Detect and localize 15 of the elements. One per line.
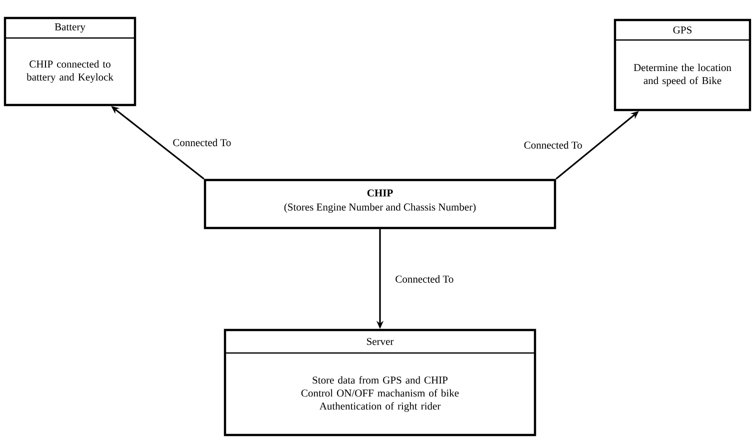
box-text: (Stores Engine Number and Chassis Number) — [284, 203, 476, 213]
labeled-box — [204, 178, 556, 230]
labeled-box — [4, 16, 136, 106]
edge-label: Connected To — [522, 140, 584, 150]
box-text: Determine the location and speed of Bike — [634, 64, 732, 86]
labeled-box — [224, 328, 536, 436]
edge-label: Connected To — [172, 138, 232, 148]
labeled-box — [614, 18, 752, 112]
box-heading: GPS — [673, 26, 692, 34]
box-text: CHIP connected to battery and Keylock — [26, 60, 114, 83]
box-text: Store data from GPS and CHIP Control ON/OFF machanism of bike Authentication of right rider — [301, 376, 459, 412]
box-heading: CHIP — [367, 189, 393, 197]
box-heading: Server — [367, 338, 394, 346]
edge-label: Connected To — [394, 274, 455, 284]
box-heading: Battery — [54, 23, 86, 33]
